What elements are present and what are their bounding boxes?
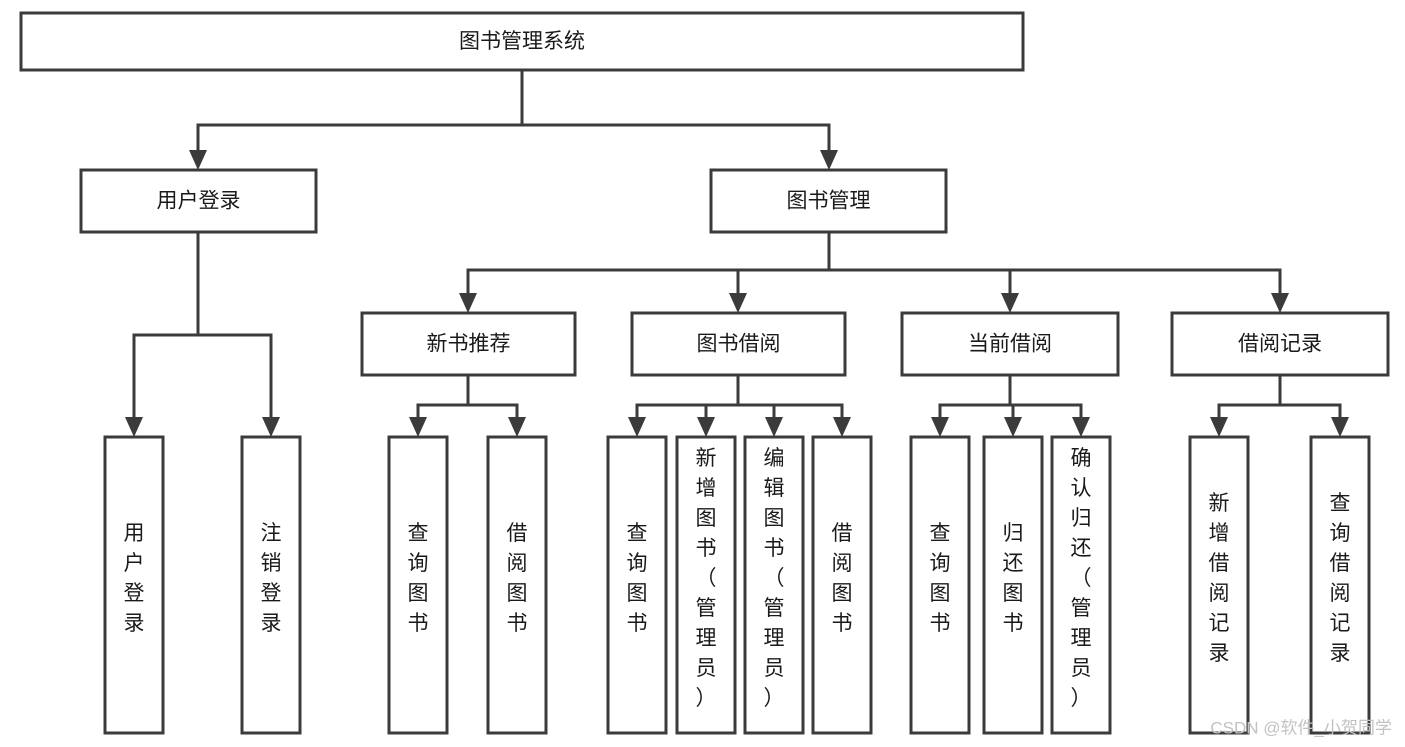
node-label-leaf-edit-book-admin: 编辑图书（管理员） <box>764 447 785 710</box>
node-label-leaf-add-book-admin: 新增图书（管理员） <box>696 447 717 710</box>
node-box-leaf-add-borrow-record[interactable] <box>1188 435 1250 735</box>
watermark-label: CSDN @软件_小贺同学 <box>1210 718 1392 737</box>
node-leaf-query-book-borrow[interactable]: 查询图书 <box>606 435 668 735</box>
node-label-leaf-user-login: 用户登录 <box>124 522 145 635</box>
node-box-new-book-recommend[interactable] <box>360 311 577 377</box>
book-mgmt-arrow-icon-2 <box>1001 293 1019 313</box>
node-label-user-login: 用户登录 <box>157 190 241 213</box>
current-arrow-icon-2 <box>1072 417 1090 437</box>
node-box-user-login[interactable] <box>79 168 318 234</box>
borrow-arrow-icon-0 <box>628 417 646 437</box>
node-current-borrow[interactable]: 当前借阅 <box>900 311 1120 377</box>
node-label-leaf-borrow-book: 借阅图书 <box>832 522 853 635</box>
node-label-leaf-query-book-recommend: 查询图书 <box>408 522 429 635</box>
node-leaf-logout[interactable]: 注销登录 <box>240 435 302 735</box>
node-box-leaf-confirm-return-admin[interactable] <box>1050 435 1112 735</box>
node-label-leaf-borrow-book-recommend: 借阅图书 <box>507 522 528 635</box>
node-leaf-borrow-book[interactable]: 借阅图书 <box>811 435 873 735</box>
node-leaf-edit-book-admin[interactable]: 编辑图书（管理员） <box>743 435 805 735</box>
node-new-book-recommend[interactable]: 新书推荐 <box>360 311 577 377</box>
node-leaf-query-borrow-record[interactable]: 查询借阅记录 <box>1309 435 1371 735</box>
borrow-arrow-icon-3 <box>833 417 851 437</box>
current-arrow-icon-0 <box>931 417 949 437</box>
book-mgmt-arrow-icon-3 <box>1271 293 1289 313</box>
records-arrow-icon-1 <box>1331 417 1349 437</box>
node-box-leaf-query-book-current[interactable] <box>909 435 971 735</box>
node-box-root[interactable] <box>19 11 1025 72</box>
node-box-book-management[interactable] <box>709 168 948 234</box>
user-login-arrow-icon-1 <box>262 417 280 437</box>
records-arrow-icon-0 <box>1210 417 1228 437</box>
book-mgmt-arrow-icon-0 <box>459 293 477 313</box>
node-label-leaf-add-borrow-record: 新增借阅记录 <box>1209 492 1230 665</box>
book-mgmt-arrow-icon-1 <box>729 293 747 313</box>
node-leaf-user-login[interactable]: 用户登录 <box>103 435 165 735</box>
node-label-leaf-query-book-borrow: 查询图书 <box>627 522 648 635</box>
node-leaf-borrow-book-recommend[interactable]: 借阅图书 <box>486 435 548 735</box>
node-book-management[interactable]: 图书管理 <box>709 168 948 234</box>
node-label-current-borrow: 当前借阅 <box>968 333 1052 356</box>
node-user-login[interactable]: 用户登录 <box>79 168 318 234</box>
node-leaf-add-book-admin[interactable]: 新增图书（管理员） <box>675 435 737 735</box>
node-label-leaf-query-book-current: 查询图书 <box>930 522 951 635</box>
node-box-leaf-user-login[interactable] <box>103 435 165 735</box>
current-arrow-icon-1 <box>1004 417 1022 437</box>
node-label-root: 图书管理系统 <box>459 30 585 53</box>
node-box-leaf-add-book-admin[interactable] <box>675 435 737 735</box>
root-arrow-icon-1 <box>820 150 838 170</box>
user-login-arrow-icon-0 <box>125 417 143 437</box>
recommend-arrow-icon-1 <box>508 417 526 437</box>
node-box-leaf-query-book-recommend[interactable] <box>387 435 449 735</box>
node-layer: 图书管理系统用户登录图书管理新书推荐图书借阅当前借阅借阅记录用户登录注销登录查询… <box>19 11 1390 735</box>
node-box-leaf-return-book[interactable] <box>982 435 1044 735</box>
node-leaf-add-borrow-record[interactable]: 新增借阅记录 <box>1188 435 1250 735</box>
node-box-leaf-borrow-book[interactable] <box>811 435 873 735</box>
node-leaf-query-book-recommend[interactable]: 查询图书 <box>387 435 449 735</box>
node-box-book-borrow[interactable] <box>630 311 847 377</box>
connector-layer <box>125 68 1349 437</box>
node-label-borrow-records: 借阅记录 <box>1238 333 1322 356</box>
node-book-borrow[interactable]: 图书借阅 <box>630 311 847 377</box>
node-box-borrow-records[interactable] <box>1170 311 1390 377</box>
node-leaf-query-book-current[interactable]: 查询图书 <box>909 435 971 735</box>
recommend-arrow-icon-0 <box>409 417 427 437</box>
node-borrow-records[interactable]: 借阅记录 <box>1170 311 1390 377</box>
node-label-book-management: 图书管理 <box>787 190 871 213</box>
node-label-leaf-confirm-return-admin: 确认归还（管理员） <box>1071 447 1092 710</box>
borrow-arrow-icon-1 <box>697 417 715 437</box>
node-box-leaf-edit-book-admin[interactable] <box>743 435 805 735</box>
node-label-new-book-recommend: 新书推荐 <box>427 333 511 356</box>
node-box-leaf-borrow-book-recommend[interactable] <box>486 435 548 735</box>
node-box-leaf-query-book-borrow[interactable] <box>606 435 668 735</box>
borrow-arrow-icon-2 <box>765 417 783 437</box>
node-box-current-borrow[interactable] <box>900 311 1120 377</box>
node-label-leaf-query-borrow-record: 查询借阅记录 <box>1330 492 1351 665</box>
node-label-book-borrow: 图书借阅 <box>697 333 781 356</box>
node-label-leaf-return-book: 归还图书 <box>1003 522 1024 635</box>
node-leaf-return-book[interactable]: 归还图书 <box>982 435 1044 735</box>
node-label-leaf-logout: 注销登录 <box>261 522 282 635</box>
node-box-leaf-logout[interactable] <box>240 435 302 735</box>
node-root[interactable]: 图书管理系统 <box>19 11 1025 72</box>
node-box-leaf-query-borrow-record[interactable] <box>1309 435 1371 735</box>
root-arrow-icon-0 <box>189 150 207 170</box>
node-leaf-confirm-return-admin[interactable]: 确认归还（管理员） <box>1050 435 1112 735</box>
